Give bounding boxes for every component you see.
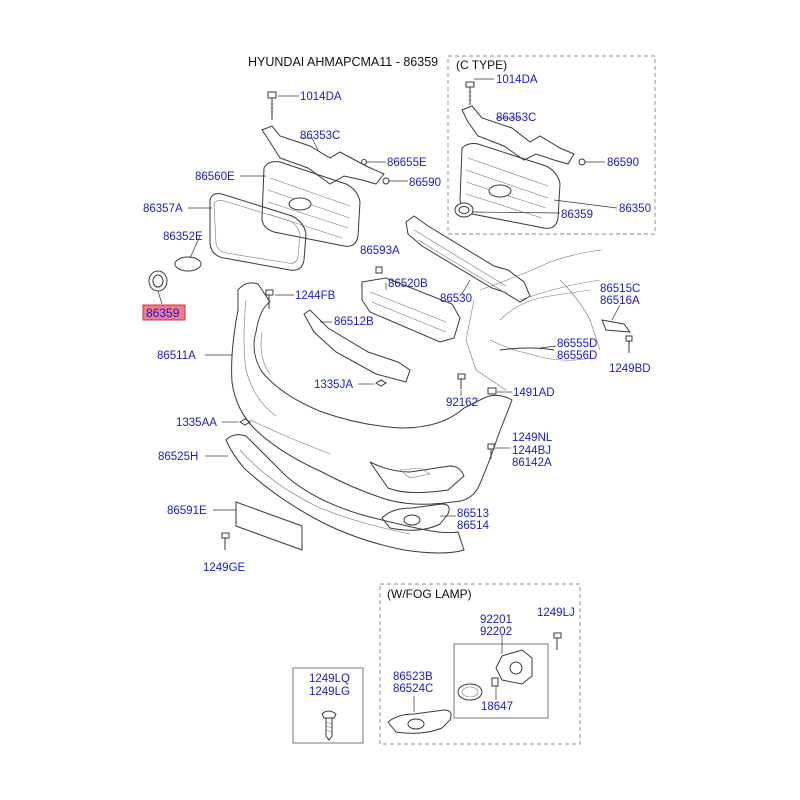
part-label-86352e[interactable]: 86352E xyxy=(163,231,203,243)
part-label-86520b[interactable]: 86520B xyxy=(388,278,428,290)
nut-86590-drawing xyxy=(382,177,390,185)
bumper-cover-86511a-drawing xyxy=(231,282,513,505)
body-outline-drawing xyxy=(465,249,603,391)
rod-86555d-drawing xyxy=(499,347,555,351)
fog-opening-drawing xyxy=(369,461,465,494)
part-label-86523b[interactable]: 86523B xyxy=(393,671,433,683)
part-label-1249ge[interactable]: 1249GE xyxy=(203,562,246,574)
screw-1249ge-drawing xyxy=(221,532,230,550)
bolt-1249nl-drawing xyxy=(487,443,495,459)
clip-1335ja-drawing xyxy=(375,379,387,387)
part-label-86524c[interactable]: 86524C xyxy=(393,683,433,695)
part-label-86513[interactable]: 86513 xyxy=(457,508,489,520)
bracket-86515c-drawing xyxy=(601,319,632,333)
fog-lamp-assembly-drawing xyxy=(457,649,533,701)
part-label-86590-ctype[interactable]: 86590 xyxy=(607,157,639,169)
part-label-86593a[interactable]: 86593A xyxy=(360,245,400,257)
screw-1249lq-box: 1249LQ 1249LG xyxy=(292,667,364,744)
c-type-bolt-drawing xyxy=(465,81,475,105)
c-type-box: (C TYPE) 1014DA 86353C 86590 86359 86350 xyxy=(447,55,656,235)
part-label-1014da[interactable]: 1014DA xyxy=(300,91,342,103)
part-label-86142a[interactable]: 86142A xyxy=(512,457,552,469)
bracket-86353c-drawing xyxy=(261,125,385,185)
grille-86560e-drawing xyxy=(261,161,361,247)
part-label-86353c[interactable]: 86353C xyxy=(300,130,340,142)
part-label-18647[interactable]: 18647 xyxy=(481,701,513,713)
part-label-86530[interactable]: 86530 xyxy=(440,293,472,305)
c-type-nut-drawing xyxy=(578,158,586,166)
highlight-box-86359 xyxy=(142,304,186,321)
part-label-86590[interactable]: 86590 xyxy=(409,177,441,189)
nut-1491ad-drawing xyxy=(487,387,497,395)
c-type-bracket-drawing xyxy=(461,105,575,165)
screw-1249lj-drawing xyxy=(553,632,562,650)
part-label-86353c-ctype[interactable]: 86353C xyxy=(496,112,536,124)
screw-1249bd-drawing xyxy=(625,335,633,353)
fog-lamp-box: (W/FOG LAMP) 92201 92202 1249LJ 18647 86… xyxy=(379,583,581,745)
part-label-86512b[interactable]: 86512B xyxy=(334,316,374,328)
beam-86530-drawing xyxy=(405,215,531,303)
part-label-1249nl[interactable]: 1249NL xyxy=(512,432,553,444)
fog-lamp-title: (W/FOG LAMP) xyxy=(387,587,472,601)
bolt-92162-drawing xyxy=(457,373,466,389)
clip-1335aa-drawing xyxy=(239,418,251,426)
part-label-86350-ctype[interactable]: 86350 xyxy=(619,203,651,215)
screw-1249lq-drawing xyxy=(321,710,337,741)
c-type-title: (C TYPE) xyxy=(456,58,507,72)
part-label-92201[interactable]: 92201 xyxy=(480,614,512,626)
emblem-86359-drawing xyxy=(148,270,168,292)
absorber-86520b-drawing xyxy=(361,277,461,343)
part-label-86560e[interactable]: 86560E xyxy=(195,171,235,183)
part-label-1014da-ctype[interactable]: 1014DA xyxy=(496,74,538,86)
part-label-86516a[interactable]: 86516A xyxy=(600,295,640,307)
part-label-86655e[interactable]: 86655E xyxy=(387,157,427,169)
part-label-1249lq[interactable]: 1249LQ xyxy=(309,673,350,685)
clip-86593a-drawing xyxy=(375,266,383,274)
part-label-86515c[interactable]: 86515C xyxy=(600,283,640,295)
part-label-92202[interactable]: 92202 xyxy=(480,626,512,638)
bumper-group: 1244FB 86512B 86511A 1335JA 1335AA 92162… xyxy=(157,282,651,505)
part-label-86591e[interactable]: 86591E xyxy=(167,505,207,517)
part-label-86525h[interactable]: 86525H xyxy=(158,451,198,463)
part-label-1249lj[interactable]: 1249LJ xyxy=(537,607,575,619)
fog-cover-86523b-drawing xyxy=(387,709,452,734)
c-type-grille-drawing xyxy=(454,143,561,229)
part-label-92162[interactable]: 92162 xyxy=(446,397,478,409)
fog-cover-86513-drawing xyxy=(381,503,450,531)
lower-lip-group: 86525H 86591E 1249GE 86513 86514 xyxy=(158,434,490,574)
bolt-1244fb-drawing xyxy=(265,289,274,309)
part-label-1491ad[interactable]: 1491AD xyxy=(513,387,555,399)
clip-86655e-drawing xyxy=(361,159,367,165)
part-label-1249bd[interactable]: 1249BD xyxy=(609,363,651,375)
molding-86357a-drawing xyxy=(209,193,307,271)
bolt-1014da-drawing xyxy=(267,91,277,120)
part-label-1335ja[interactable]: 1335JA xyxy=(314,379,353,391)
part-label-86359-highlighted[interactable]: 86359 xyxy=(146,306,180,320)
part-label-86511a[interactable]: 86511A xyxy=(157,350,196,362)
beam-group: 86593A 86520B 86530 xyxy=(360,215,531,343)
part-label-1244bj[interactable]: 1244BJ xyxy=(512,445,551,457)
diagram-title: HYUNDAI AHMAPCMA11 - 86359 xyxy=(248,55,438,69)
lower-lip-86525h-drawing xyxy=(225,434,465,554)
plate-86591e-drawing xyxy=(235,501,303,551)
part-label-1244fb[interactable]: 1244FB xyxy=(295,290,336,302)
part-label-1335aa[interactable]: 1335AA xyxy=(176,417,217,429)
emblem-86352e-drawing xyxy=(174,256,202,272)
grille-group: 1014DA 86353C 86655E 86590 86560E 86357A… xyxy=(142,91,441,321)
part-label-86555d[interactable]: 86555D xyxy=(557,338,597,350)
part-label-86357a[interactable]: 86357A xyxy=(143,203,183,215)
part-label-86556d[interactable]: 86556D xyxy=(557,350,597,362)
part-label-86359-ctype[interactable]: 86359 xyxy=(561,209,593,221)
part-label-1249lg[interactable]: 1249LG xyxy=(309,686,350,698)
part-label-86514[interactable]: 86514 xyxy=(457,520,490,532)
